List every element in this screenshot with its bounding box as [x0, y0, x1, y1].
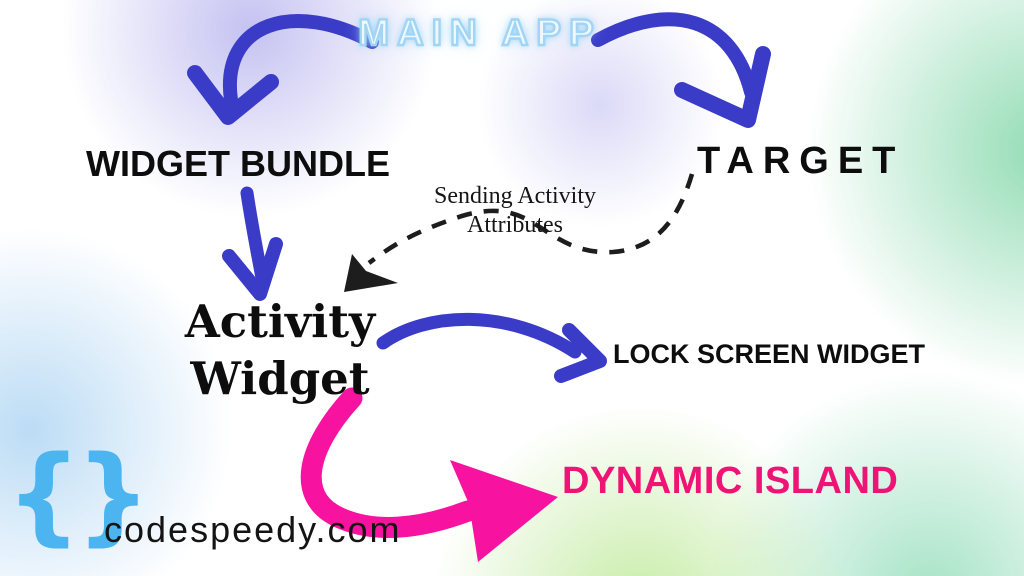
node-dynamic-island: DYNAMIC ISLAND: [562, 460, 899, 502]
codespeedy-site-text: codespeedy.com: [104, 509, 402, 550]
codespeedy-braces-icon: {}: [6, 433, 151, 556]
arrow-target-to-activity-widget-dashed: [344, 173, 695, 292]
arrow-activity-widget-to-dynamic-island: [300, 387, 558, 562]
arrow-main-app-to-widget-bundle: [187, 14, 379, 125]
edge-label-sending-activity: Sending Activity Attributes: [393, 182, 637, 240]
node-lock-screen-widget: LOCK SCREEN WIDGET: [613, 339, 926, 369]
arrow-activity-widget-to-lock-screen: [376, 312, 607, 383]
node-activity-widget: Activity Widget: [148, 293, 412, 407]
activity-widget-line2: Widget: [190, 352, 370, 405]
activity-widget-line1: Activity: [184, 295, 376, 348]
edge-label-line2: Attributes: [467, 212, 563, 238]
arrow-widget-bundle-to-activity-widget: [222, 186, 283, 301]
node-widget-bundle: WIDGET BUNDLE: [86, 143, 390, 184]
node-target: TARGET: [697, 140, 905, 182]
node-main-app: MAIN APP: [357, 11, 602, 54]
arrow-main-app-to-target: [591, 12, 771, 128]
edge-label-line1: Sending Activity: [434, 183, 596, 209]
